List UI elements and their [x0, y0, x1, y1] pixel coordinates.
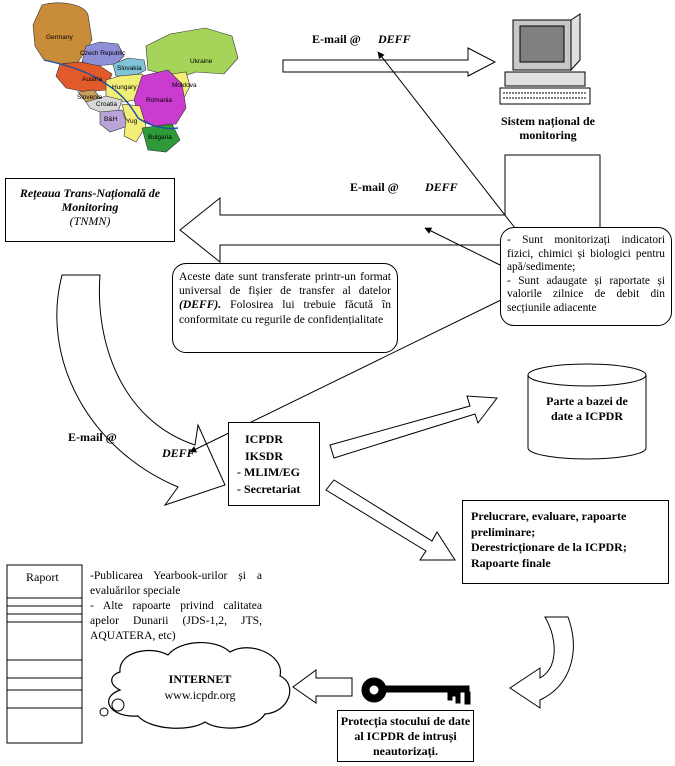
report-title: Raport [26, 570, 59, 584]
indicators-box: - Sunt monitorizați indicatori fizici, c… [500, 227, 672, 326]
deff-label-top: DEFF [378, 32, 411, 46]
arrow-tnmn-to-icpdr [56, 274, 226, 506]
map-label-ukraine: Ukraine [190, 58, 213, 65]
map-label-yug: Yug [126, 118, 138, 125]
map-bh [99, 109, 129, 133]
icpdr-line-2: IKSDR [245, 448, 284, 463]
map-slovakia [112, 57, 147, 77]
tnmn-title: Rețeaua Trans-Națională de Monitoring [19, 186, 161, 214]
danube-basin-map [32, 2, 239, 153]
report-line-2: - Alte rapoarte privind calitatea apelor… [90, 599, 262, 642]
map-label-moldova: Moldova [172, 82, 197, 89]
map-label-bulgaria: Bulgaria [148, 134, 172, 141]
email-label-left: E-mail @ [68, 430, 117, 444]
internet-title: INTERNET [168, 672, 232, 686]
arrow-key-to-internet [292, 669, 353, 704]
processing-line-1: Prelucrare, evaluare, rapoarte prelimina… [471, 509, 627, 539]
processing-line-3: Rapoarte finale [471, 555, 551, 570]
map-label-slovenia: Slovenia [77, 94, 102, 101]
arrow-icpdr-to-database [329, 395, 498, 459]
arrow-map-to-system [282, 47, 497, 77]
indicators-line-2: - Sunt adaugate și raportate și valorile… [507, 274, 665, 314]
danube-river [43, 59, 179, 130]
transfer-note-text-1: Aceste date sunt transferate printr-un f… [179, 270, 391, 298]
cloud-puff [111, 698, 125, 712]
map-bulgaria [141, 123, 181, 153]
key-icon [361, 677, 471, 705]
report-description: -Publicarea Yearbook-urilor și a evaluăr… [90, 568, 262, 643]
protection-text: Protecția stocului de date al ICPDR de i… [340, 714, 471, 758]
line-indicators-to-email-top [377, 51, 516, 229]
tnmn-box: Rețeaua Trans-Națională de Monitoring (T… [5, 178, 175, 242]
map-label-hungary: Hungary [112, 84, 137, 91]
map-label-romania: Romania [146, 97, 173, 104]
icpdr-line-3: - MLIM/EG [237, 465, 300, 479]
map-label-slovakia: Slovakia [117, 65, 142, 72]
database-label: Parte a bazei de date a ICPDR [546, 394, 628, 423]
processing-line-2: Derestricționare de la ICPDR; [471, 540, 627, 554]
map-label-bh: B&H [104, 116, 118, 123]
map-label-czech: Czech Republic [80, 50, 126, 57]
map-label-germany: Germany [46, 34, 73, 41]
protection-box: Protecția stocului de date al ICPDR de i… [337, 710, 474, 762]
transfer-note-box: Aceste date sunt transferate printr-un f… [172, 263, 398, 353]
cloud-puff [99, 707, 109, 717]
arrow-processing-to-key [509, 616, 574, 709]
arrow-icpdr-to-processing [325, 479, 456, 561]
arrow-system-to-tnmn [179, 154, 601, 264]
indicators-line-1: - Sunt monitorizați indicatori fizici, c… [507, 234, 665, 273]
map-label-croatia: Croatia [96, 101, 117, 108]
internet-cloud [108, 641, 291, 729]
email-label-top: E-mail @ [312, 32, 361, 46]
icpdr-line-4: - Secretariat [237, 481, 301, 496]
map-label-austria: Austria [82, 76, 103, 83]
tnmn-abbr: (TNMN) [69, 214, 111, 228]
line-indicators-to-email-mid [424, 227, 501, 266]
database-cylinder [527, 363, 647, 460]
computer-icon [499, 13, 591, 105]
icpdr-line-1: ICPDR [245, 432, 283, 446]
map-ukraine [145, 27, 239, 79]
deff-label-left: DEFF [162, 446, 195, 460]
transfer-note-deff: (DEFF). [179, 298, 222, 312]
report-line-1: -Publicarea Yearbook-urilor și a evaluăr… [90, 569, 262, 597]
processing-box: Prelucrare, evaluare, rapoarte prelimina… [462, 500, 669, 584]
map-yug [121, 103, 147, 143]
report-document [6, 564, 83, 744]
deff-label-mid: DEFF [425, 180, 458, 194]
national-system-label: Sistem național de monitoring [500, 114, 595, 142]
icpdr-box: ICPDR IKSDR - MLIM/EG - Secretariat [228, 422, 320, 506]
transfer-note-text-2: Folosirea lui trebuie făcută în conformi… [179, 298, 391, 326]
email-label-mid: E-mail @ [350, 180, 399, 194]
internet-url[interactable]: www.icpdr.org [164, 688, 236, 702]
